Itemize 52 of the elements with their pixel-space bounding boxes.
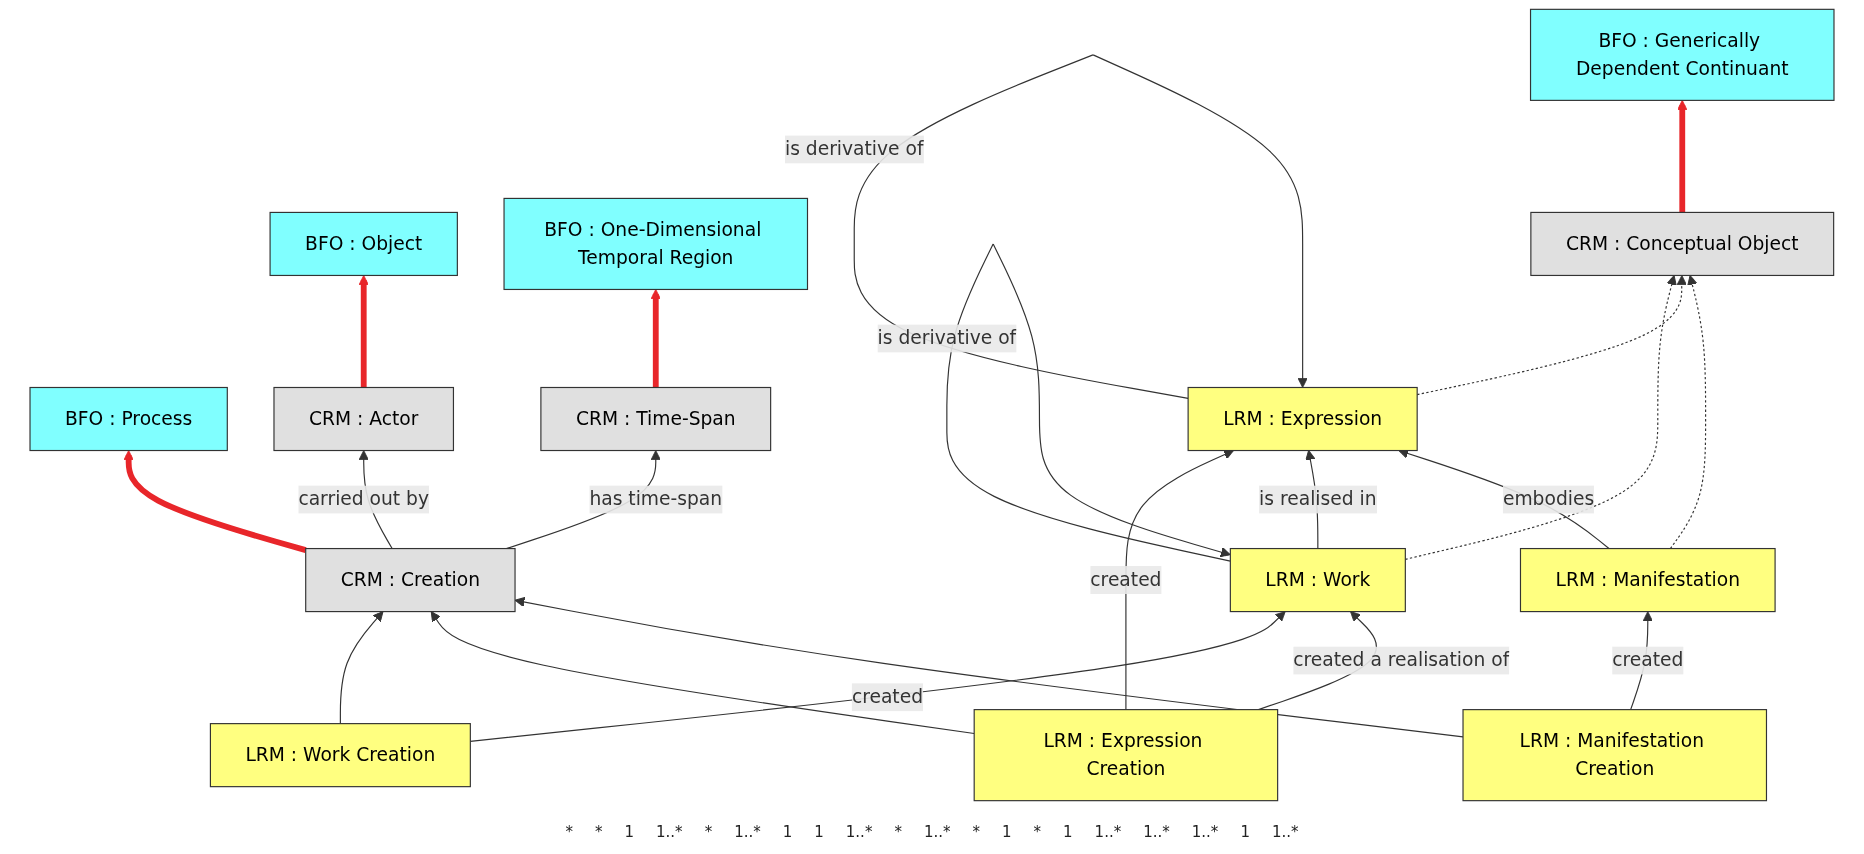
- arrow: [1669, 275, 1707, 550]
- arrow: [430, 611, 975, 735]
- node-box: CRM : Conceptual Object: [1530, 211, 1835, 277]
- node-box: CRM : Time-Span: [540, 386, 772, 452]
- edge-label: is derivative of: [784, 137, 924, 160]
- arrow: [1677, 99, 1688, 213]
- multiplicity-label: *: [971, 822, 981, 843]
- edge-label: carried out by: [298, 487, 430, 511]
- multiplicity-label: 1..*: [922, 822, 952, 843]
- multiplicity-label: 1: [813, 822, 825, 843]
- edge-label: created: [851, 685, 924, 708]
- edge-label: has time-span: [589, 487, 723, 511]
- multiplicity-label: *: [703, 822, 714, 843]
- arrow: [1125, 449, 1234, 711]
- edge-label: is realised in: [1259, 487, 1377, 511]
- multiplicity-label: 1: [623, 822, 636, 843]
- multiplicity-label: 1..*: [1270, 822, 1300, 843]
- edge-label: created: [1090, 568, 1162, 591]
- arrow: [339, 611, 384, 725]
- edge-label: created a realisation of: [1293, 648, 1510, 672]
- multiplicity-label: *: [564, 822, 574, 843]
- node-box: LRM : Work: [1229, 547, 1406, 613]
- multiplicity-label: *: [594, 822, 604, 843]
- multiplicity-label: 1..*: [844, 822, 874, 843]
- multiplicity-label: 1: [1001, 822, 1013, 843]
- arrow: [123, 450, 307, 553]
- arrow: [358, 275, 369, 388]
- node-box: CRM : Actor: [273, 386, 455, 452]
- multiplicity-label: 1..*: [1142, 822, 1171, 843]
- multiplicity-label: 1..*: [1190, 822, 1220, 843]
- node-box: BFO : Generically Dependent Continuant: [1529, 8, 1835, 101]
- multiplicity-label: *: [1032, 822, 1043, 843]
- node-box: LRM : Manifestation Creation: [1462, 709, 1768, 802]
- multiplicity-label: *: [893, 822, 903, 843]
- edge-label: created: [1612, 648, 1684, 672]
- multiplicity-label: 1..*: [1093, 822, 1123, 843]
- node-box: LRM : Manifestation: [1519, 547, 1776, 613]
- edge-label: is derivative of: [877, 326, 1017, 349]
- node-box: LRM : Expression: [1187, 386, 1418, 452]
- node-box: BFO : One-Dimensional Temporal Region: [503, 197, 809, 291]
- arrow: [650, 289, 661, 388]
- node-box: LRM : Work Creation: [209, 723, 471, 788]
- node-box: CRM : Creation: [305, 547, 516, 613]
- node-box: LRM : Expression Creation: [973, 709, 1279, 802]
- edge-label: embodies: [1502, 487, 1595, 511]
- multiplicity-label: 1: [781, 822, 794, 843]
- node-box: BFO : Object: [269, 211, 458, 277]
- multiplicity-label: 1: [1062, 822, 1074, 843]
- multiplicity-label: 1: [1239, 822, 1251, 843]
- multiplicity-label: 1..*: [655, 822, 684, 843]
- multiplicity-label: 1..*: [733, 822, 762, 843]
- node-box: BFO : Process: [29, 386, 228, 452]
